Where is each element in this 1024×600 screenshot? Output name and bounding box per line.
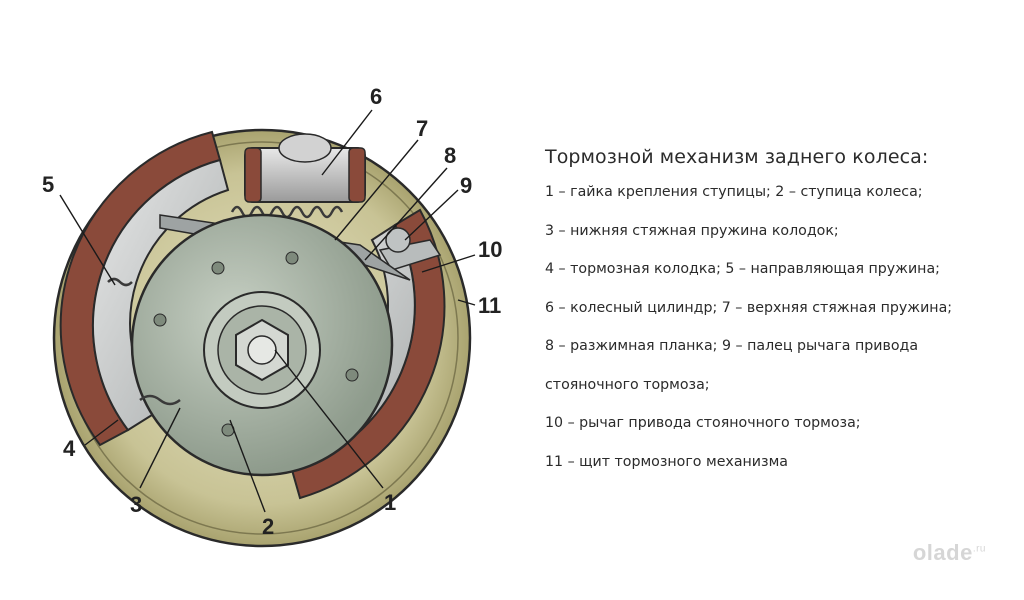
legend-line-1: 1 – гайка крепления ступицы; 2 – ступица… [545, 184, 923, 200]
left-brake-shoe [59, 130, 230, 447]
callout-4: 4 [63, 436, 76, 461]
leader-5 [59, 194, 116, 286]
leader-3 [139, 407, 181, 489]
parking-lever-pin [385, 227, 411, 253]
legend-line-8: 11 – щит тормозного механизма [545, 453, 788, 470]
legend-line-5: 8 – разжимная планка; 9 – палец рычага п… [545, 338, 919, 354]
callout-1: 1 [384, 490, 396, 515]
callout-3: 3 [130, 492, 142, 517]
leader-9 [404, 189, 459, 241]
callout-6: 6 [370, 84, 382, 109]
leader-4 [84, 419, 119, 446]
leader-2 [229, 419, 266, 513]
wheel-cylinder [244, 133, 366, 203]
legend-line-4: 6 – колесный цилиндр; 7 – верхняя стяжна… [545, 299, 953, 316]
callout-11: 11 [478, 293, 501, 318]
leader-7 [334, 139, 419, 241]
callout-10: 10 [478, 237, 502, 262]
callout-2: 2 [262, 514, 274, 539]
leader-6 [321, 109, 373, 176]
callout-9: 9 [460, 173, 472, 198]
legend-line-2: 3 – нижняя стяжная пружина колодок; [545, 222, 839, 239]
legend-panel: Тормозной механизм заднего колеса: 1 – г… [545, 146, 1015, 490]
callout-8: 8 [444, 143, 456, 168]
leader-8 [364, 167, 448, 261]
legend-line-3: 4 – тормозная колодка; 5 – направляющая … [545, 261, 940, 277]
legend-line-6: стояночного тормоза; [545, 376, 710, 393]
callout-5: 5 [42, 172, 54, 197]
legend-line-7: 10 – рычаг привода стояночного тормоза; [545, 415, 861, 431]
brake-diagram: 1 2 3 4 5 6 7 8 9 10 11 [42, 84, 502, 548]
leader-11 [457, 299, 476, 306]
leader-10 [421, 254, 476, 273]
leader-1 [274, 349, 384, 489]
site-watermark: olade.ru [913, 540, 986, 566]
watermark-tld: .ru [972, 543, 986, 555]
watermark-brand: olade [912, 540, 973, 565]
legend-title: Тормозной механизм заднего колеса: [545, 146, 929, 168]
callout-7: 7 [416, 116, 428, 141]
lower-spring [139, 394, 181, 406]
